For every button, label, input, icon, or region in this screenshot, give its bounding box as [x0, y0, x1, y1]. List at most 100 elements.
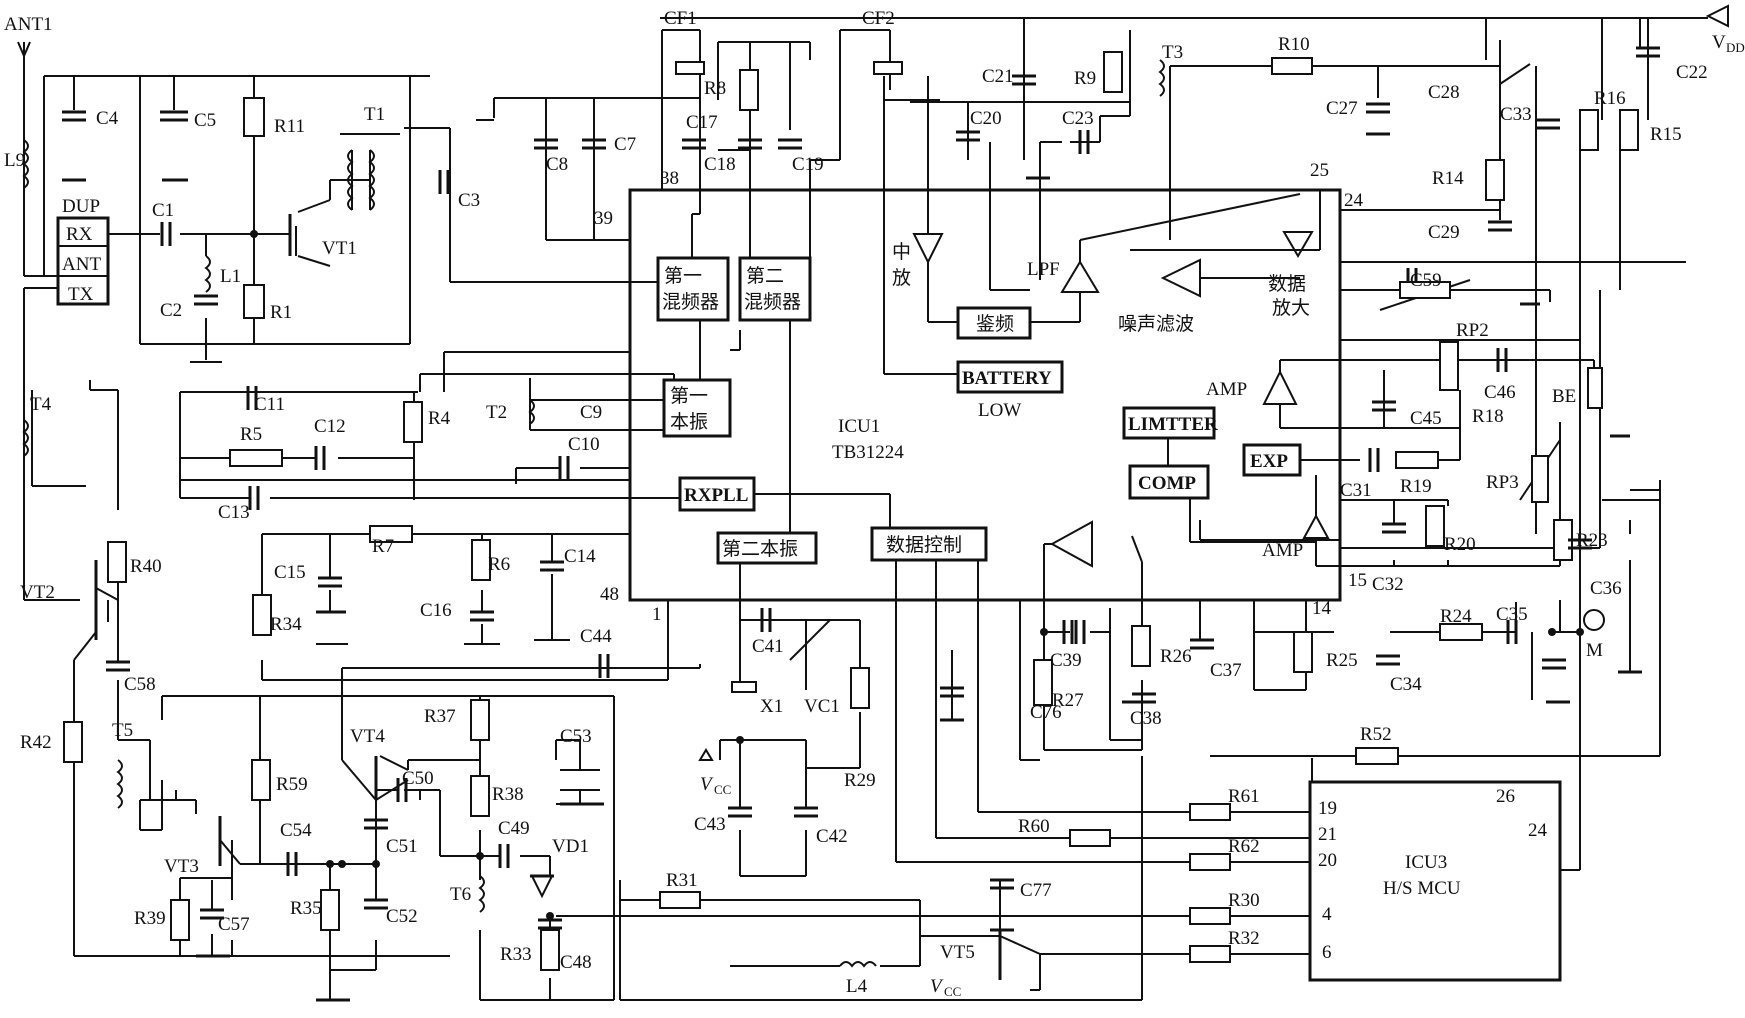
component-label-r42: R42 [20, 732, 52, 753]
component-label-vd1: VD1 [552, 836, 589, 857]
svg-text:第一: 第一 [670, 385, 708, 407]
component-label-t4: T4 [30, 394, 52, 415]
svg-text:EXP: EXP [1250, 451, 1288, 472]
component-label-r37: R37 [424, 706, 456, 727]
svg-text:混频器: 混频器 [744, 291, 801, 313]
component-label-c45: C45 [1410, 408, 1442, 429]
component-label-c35: C35 [1496, 604, 1528, 625]
component-label-c38: C38 [1130, 708, 1162, 729]
component-label-r11: R11 [274, 116, 305, 137]
component-label-c17: C17 [686, 112, 718, 133]
component-label-l4: L4 [846, 976, 868, 997]
rxpll-block: RXPLL [678, 476, 756, 512]
component-label-r61: R61 [1228, 786, 1260, 807]
component-label-x1: X1 [760, 696, 783, 717]
svg-text:LPF: LPF [1027, 259, 1060, 280]
vcc-label-left: V CC [700, 774, 731, 797]
ic3-pin-20: 20 [1318, 850, 1337, 871]
component-label-c18: C18 [704, 154, 736, 175]
component-label-r40: R40 [130, 556, 162, 577]
component-label-c49: C49 [498, 818, 530, 839]
component-label-t2: T2 [486, 402, 507, 423]
component-label-l9: L9 [4, 150, 25, 171]
component-label-c31: C31 [1340, 480, 1372, 501]
svg-text:CC: CC [714, 782, 731, 797]
component-label-c13: C13 [218, 502, 250, 523]
mixer1-block: 第一 混频器 [656, 256, 730, 322]
component-label-r33: R33 [500, 944, 532, 965]
component-label-c29: C29 [1428, 222, 1460, 243]
component-label-r4: R4 [428, 408, 451, 429]
vcc-label-bottom: V CC [930, 976, 961, 999]
component-label-c16: C16 [420, 600, 452, 621]
component-label-r62: R62 [1228, 836, 1260, 857]
component-label-r24: R24 [1440, 606, 1472, 627]
output-amp-triangle [1049, 520, 1093, 568]
component-label-c5: C5 [194, 110, 216, 131]
component-label-vt4: VT4 [350, 726, 385, 747]
svg-text:V: V [930, 976, 944, 997]
component-label-r15: R15 [1650, 124, 1682, 145]
component-label-c58: C58 [124, 674, 156, 695]
component-label-c53: C53 [560, 726, 592, 747]
component-label-c22: C22 [1676, 62, 1708, 83]
component-label-r20: R20 [1444, 534, 1476, 555]
data-amp-triangle: 数据 放大 [1268, 231, 1314, 319]
component-label-r59: R59 [276, 774, 308, 795]
mixer2-block: 第二 混频器 [738, 256, 812, 322]
component-label-c27: C27 [1326, 98, 1358, 119]
component-label-r32: R32 [1228, 928, 1260, 949]
component-label-r14: R14 [1432, 168, 1464, 189]
component-label-c77: C77 [1020, 880, 1052, 901]
component-label-c36: C36 [1590, 578, 1622, 599]
component-label-c44: C44 [580, 626, 612, 647]
antenna-icon: ANT1 [4, 14, 53, 140]
exp-block: EXP [1242, 443, 1302, 477]
ic1-pin-48: 48 [600, 584, 619, 605]
component-label-c20: C20 [970, 108, 1002, 129]
component-label-c2: C2 [160, 300, 182, 321]
component-label-c1: C1 [152, 200, 174, 221]
svg-text:TX: TX [68, 284, 94, 305]
svg-text:AMP: AMP [1206, 379, 1247, 400]
component-label-r16: R16 [1594, 88, 1626, 109]
component-label-r30: R30 [1228, 890, 1260, 911]
ic1-part: TB31224 [832, 442, 904, 463]
amp1-triangle: AMP [1206, 369, 1298, 405]
component-label-vt2: VT2 [20, 582, 55, 603]
component-label-r23: R23 [1576, 530, 1608, 551]
component-label-r7: R7 [372, 536, 394, 557]
svg-text:COMP: COMP [1138, 473, 1196, 494]
svg-text:ANT: ANT [62, 254, 101, 275]
osc1-block: 第一 本振 [662, 378, 732, 438]
component-label-rp3: RP3 [1486, 472, 1519, 493]
component-label-r8: R8 [704, 78, 726, 99]
svg-text:V: V [1712, 32, 1726, 53]
ic1-pin-1: 1 [652, 604, 662, 625]
svg-text:噪声滤波: 噪声滤波 [1118, 313, 1194, 335]
component-label-c8: C8 [546, 154, 568, 175]
ic1-pin-25: 25 [1310, 160, 1329, 181]
component-label-c34: C34 [1390, 674, 1422, 695]
ic1-pin-15: 15 [1348, 570, 1367, 591]
component-label-c50: C50 [402, 768, 434, 789]
component-label-r27: R27 [1052, 690, 1084, 711]
ic1-pin-24: 24 [1344, 190, 1364, 211]
svg-text:LOW: LOW [978, 400, 1021, 421]
component-label-t5: T5 [112, 720, 133, 741]
svg-text:第二: 第二 [746, 265, 784, 287]
component-label-vt1: VT1 [322, 238, 357, 259]
component-label-vt5: VT5 [940, 942, 975, 963]
component-label-c4: C4 [96, 108, 119, 129]
svg-text:第一: 第一 [664, 265, 702, 287]
component-label-c28: C28 [1428, 82, 1460, 103]
svg-text:本振: 本振 [670, 411, 708, 433]
component-label-c57: C57 [218, 914, 250, 935]
component-label-r34: R34 [270, 614, 302, 635]
component-label-vc1: VC1 [804, 696, 840, 717]
comp-switch [1131, 535, 1143, 563]
ic3-pin-6: 6 [1322, 942, 1332, 963]
ic1-pin-38: 38 [660, 168, 679, 189]
ic3-pin-4: 4 [1322, 904, 1332, 925]
